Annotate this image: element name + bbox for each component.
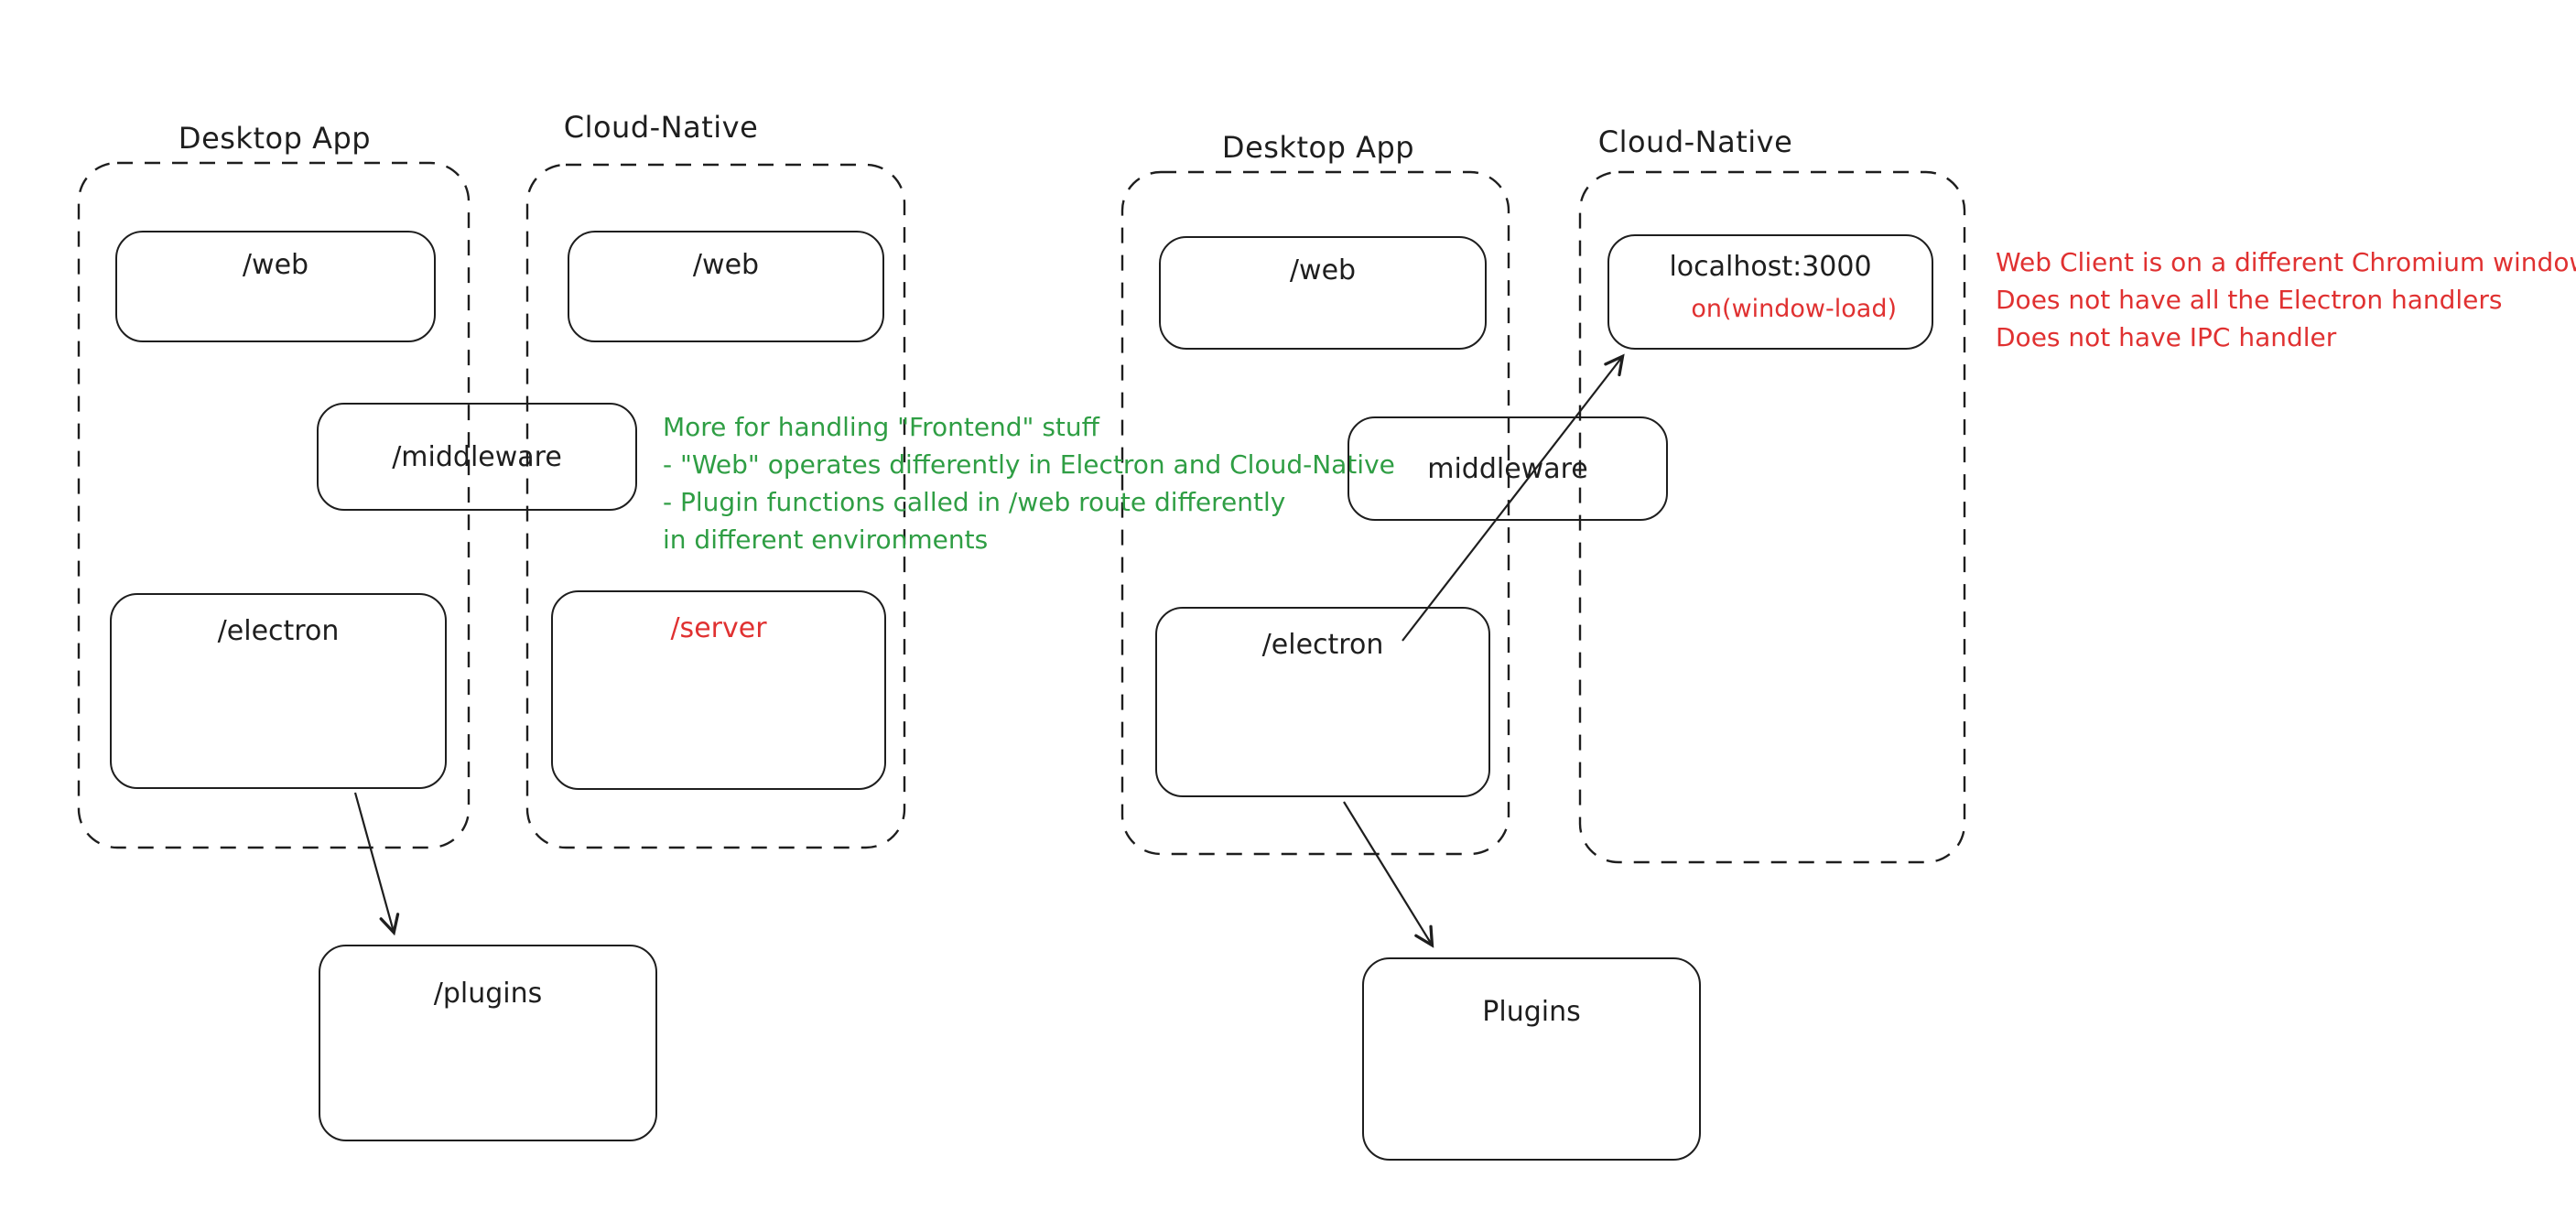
right-localhost-label: localhost:3000 [1669, 251, 1872, 283]
red-note-line-1: Web Client is on a different Chromium wi… [1996, 247, 2576, 277]
green-note-line-1: More for handling "Frontend" stuff [663, 412, 1099, 442]
left-cloud-web-label: /web [692, 249, 760, 281]
arrow-right-electron-to-plugins [1343, 801, 1432, 945]
left-desktop-web-box: /web [115, 231, 436, 342]
left-cloud-web-box: /web [568, 231, 884, 342]
green-note-line-4: in different environments [663, 524, 989, 555]
green-note-line-2: - "Web" operates differently in Electron… [663, 449, 1395, 480]
right-cloud-title: Cloud-Native [1597, 124, 1793, 159]
left-electron-label: /electron [217, 615, 340, 647]
arrow-left-electron-to-plugins [353, 792, 394, 932]
right-plugins-box: Plugins [1362, 957, 1701, 1161]
left-cloud-title: Cloud-Native [563, 110, 759, 145]
left-middleware-label: /middleware [392, 440, 562, 473]
left-middleware-box: /middleware [317, 403, 637, 511]
left-desktop-title: Desktop App [178, 121, 372, 156]
left-desktop-web-label: /web [242, 249, 309, 281]
red-note-line-2: Does not have all the Electron handlers [1996, 285, 2503, 315]
left-electron-box: /electron [110, 593, 447, 789]
red-note-line-3: Does not have IPC handler [1996, 322, 2337, 352]
right-middleware-label: middleware [1427, 452, 1588, 485]
right-plugins-label: Plugins [1482, 996, 1581, 1028]
left-server-box: /server [551, 590, 886, 790]
right-middleware-box: middleware [1348, 416, 1668, 521]
right-window-load-label: on(window-load) [1691, 295, 1897, 323]
left-plugins-box: /plugins [319, 945, 657, 1141]
left-plugins-label: /plugins [433, 978, 543, 1010]
right-electron-label: /electron [1261, 629, 1384, 661]
red-note: Web Client is on a different Chromium wi… [1996, 243, 2576, 356]
right-desktop-title: Desktop App [1221, 130, 1415, 165]
right-desktop-web-label: /web [1289, 254, 1357, 286]
green-note: More for handling "Frontend" stuff - "We… [663, 408, 1395, 558]
right-electron-box: /electron [1155, 607, 1490, 797]
green-note-line-3: - Plugin functions called in /web route … [663, 487, 1286, 517]
right-desktop-web-box: /web [1159, 236, 1487, 350]
right-localhost-box: localhost:3000 on(window-load) [1607, 234, 1933, 350]
left-server-label: /server [670, 612, 767, 644]
